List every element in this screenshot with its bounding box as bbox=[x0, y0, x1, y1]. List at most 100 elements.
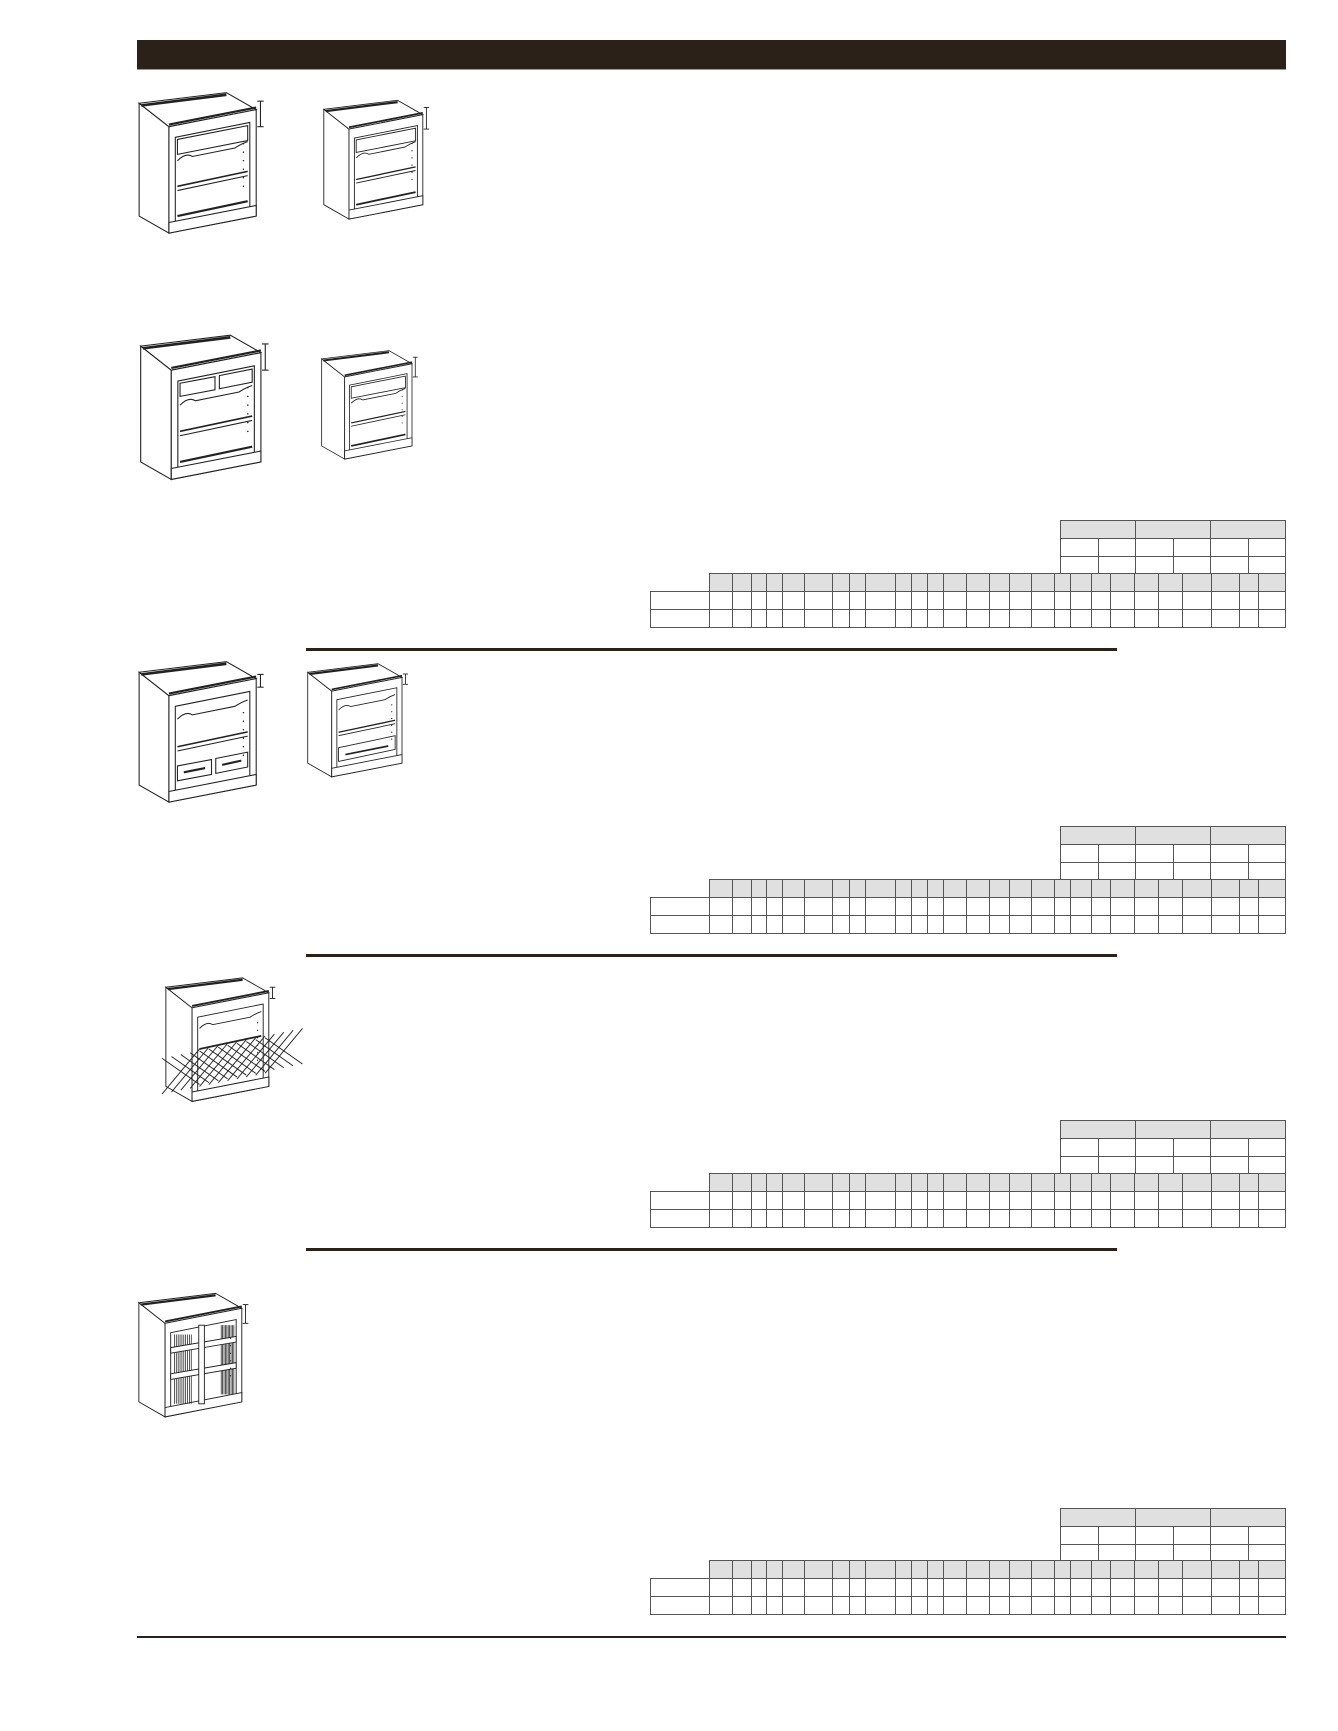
spec-header-cell bbox=[1030, 573, 1056, 592]
spec-header-cell bbox=[1054, 573, 1071, 592]
spec-cell bbox=[766, 1209, 784, 1228]
spec-cell bbox=[1157, 609, 1184, 628]
spec-header-cell bbox=[1109, 879, 1136, 898]
spec-cell bbox=[831, 591, 850, 610]
spec-cell bbox=[1238, 1191, 1260, 1210]
spec-cell bbox=[831, 1191, 850, 1210]
spec-cell bbox=[1258, 897, 1286, 916]
spec-header-cell bbox=[766, 879, 784, 898]
spec-cell bbox=[926, 897, 944, 916]
spec-cell bbox=[1069, 897, 1093, 916]
spec-row-label bbox=[650, 1596, 710, 1615]
spec-cell bbox=[766, 591, 784, 610]
spec-cell bbox=[1258, 609, 1286, 628]
size-cell bbox=[1210, 862, 1249, 881]
spec-cell bbox=[1054, 609, 1071, 628]
spec-cell bbox=[831, 915, 850, 934]
spec-cell bbox=[911, 897, 928, 916]
spec-cell bbox=[1238, 915, 1260, 934]
spec-header-cell bbox=[1134, 573, 1159, 592]
spec-cell bbox=[1182, 1209, 1212, 1228]
spec-cell bbox=[1134, 897, 1159, 916]
spec-header-cell bbox=[942, 879, 968, 898]
spec-cell bbox=[1009, 591, 1032, 610]
spec-header-cell bbox=[1091, 1560, 1111, 1579]
spec-header-cell bbox=[1009, 879, 1032, 898]
spec-cell bbox=[1009, 1578, 1032, 1597]
open-shelf-spindle-cabinet-icon bbox=[137, 1273, 268, 1441]
size-cell bbox=[1060, 1156, 1099, 1175]
spec-header-cell bbox=[1157, 1560, 1184, 1579]
spec-cell bbox=[1134, 591, 1159, 610]
spec-cell bbox=[989, 609, 1011, 628]
size-cell bbox=[1172, 538, 1211, 557]
spec-cell bbox=[1238, 1209, 1260, 1228]
spec-header-cell bbox=[766, 1560, 784, 1579]
spec-cell bbox=[894, 1596, 913, 1615]
spec-header-cell bbox=[926, 573, 944, 592]
size-header-cell bbox=[1060, 826, 1136, 845]
spec-cell bbox=[848, 915, 867, 934]
spec-cell bbox=[831, 1596, 850, 1615]
spec-cell bbox=[848, 1209, 867, 1228]
spec-cell bbox=[1210, 609, 1240, 628]
spec-cell bbox=[965, 1578, 991, 1597]
spec-cell bbox=[750, 591, 768, 610]
spec-header-cell bbox=[1258, 879, 1286, 898]
size-header-cell bbox=[1060, 520, 1136, 539]
spec-cell bbox=[848, 591, 867, 610]
spec-cell bbox=[750, 915, 768, 934]
size-cell bbox=[1172, 1156, 1211, 1175]
spec-cell bbox=[989, 897, 1011, 916]
spec-header-cell bbox=[894, 879, 913, 898]
spec-header-cell bbox=[848, 1173, 867, 1192]
size-cell bbox=[1135, 844, 1174, 863]
size-cell bbox=[1210, 1526, 1249, 1545]
spec-cell bbox=[1210, 1191, 1240, 1210]
spec-header-cell bbox=[848, 573, 867, 592]
spec-cell bbox=[1109, 897, 1136, 916]
size-cell bbox=[1247, 844, 1286, 863]
spec-cell bbox=[942, 1191, 968, 1210]
spec-cell bbox=[732, 1191, 752, 1210]
spec-header-cell bbox=[766, 1173, 784, 1192]
size-header-cell bbox=[1210, 520, 1286, 539]
spec-header-cell bbox=[926, 1560, 944, 1579]
spec-cell bbox=[942, 897, 968, 916]
spec-cell bbox=[1091, 1191, 1111, 1210]
size-cell bbox=[1097, 862, 1136, 881]
spec-header-cell bbox=[708, 1560, 734, 1579]
spec-header-cell bbox=[708, 1173, 734, 1192]
spec-cell bbox=[865, 1191, 896, 1210]
size-cell bbox=[1135, 1526, 1174, 1545]
spec-cell bbox=[1258, 1209, 1286, 1228]
size-header-cell bbox=[1060, 1120, 1136, 1139]
spec-cell bbox=[803, 1191, 833, 1210]
spec-cell bbox=[782, 591, 805, 610]
spec-header-cell bbox=[1030, 1173, 1056, 1192]
spec-cell bbox=[865, 897, 896, 916]
spec-cell bbox=[1157, 897, 1184, 916]
size-header-cell bbox=[1210, 1120, 1286, 1139]
spec-cell bbox=[942, 1578, 968, 1597]
spec-header-cell bbox=[989, 879, 1011, 898]
spec-cell bbox=[1109, 591, 1136, 610]
spec-cell bbox=[782, 609, 805, 628]
spec-cell bbox=[1134, 1209, 1159, 1228]
spec-cell bbox=[732, 1596, 752, 1615]
spec-cell bbox=[732, 1578, 752, 1597]
size-cell bbox=[1247, 862, 1286, 881]
spec-cell bbox=[732, 897, 752, 916]
spec-cell bbox=[766, 915, 784, 934]
bottom-drawer-open-cabinet-icon bbox=[306, 661, 426, 783]
spec-cell bbox=[1030, 1209, 1056, 1228]
spec-header-cell bbox=[1134, 1560, 1159, 1579]
spec-header-cell bbox=[865, 1173, 896, 1192]
spec-cell bbox=[911, 915, 928, 934]
spec-cell bbox=[750, 1209, 768, 1228]
spec-header-cell bbox=[831, 879, 850, 898]
spec-cell bbox=[1210, 1209, 1240, 1228]
size-cell bbox=[1247, 556, 1286, 575]
spec-cell bbox=[782, 1578, 805, 1597]
spec-cell bbox=[965, 915, 991, 934]
